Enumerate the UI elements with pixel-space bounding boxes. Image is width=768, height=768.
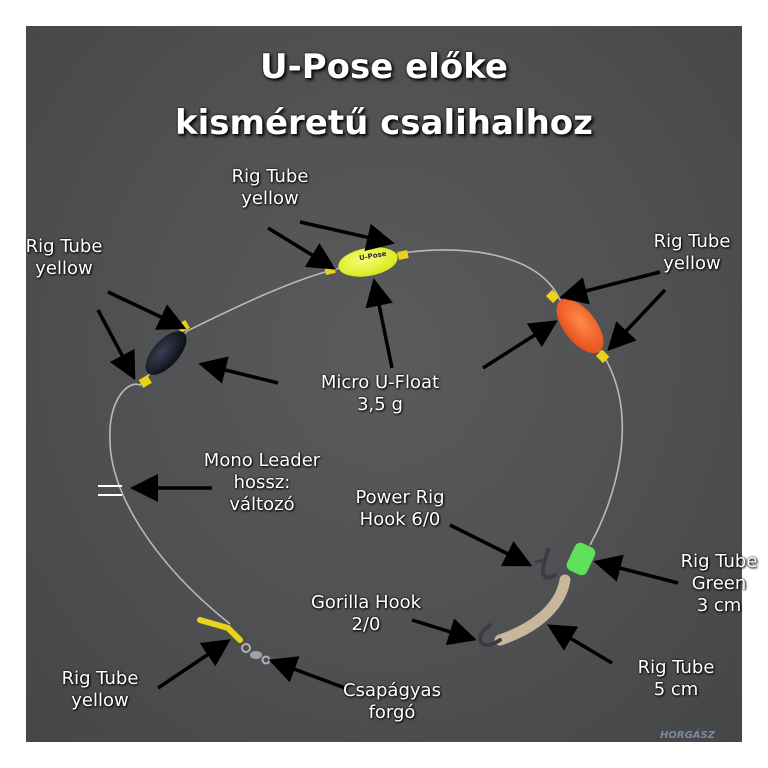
arrow (546, 624, 613, 665)
swivel-assembly (197, 617, 271, 665)
arrow (411, 618, 477, 646)
arrow (198, 356, 279, 385)
arrow (267, 226, 336, 270)
arrow (107, 290, 187, 330)
arrow (157, 639, 231, 690)
arrow (299, 220, 395, 251)
float-orange (545, 289, 610, 364)
arrow (449, 523, 533, 567)
beige-tube (494, 574, 571, 646)
float-yellow: U-Pose (324, 247, 409, 277)
green-tube (566, 542, 596, 576)
float-dark (138, 320, 190, 388)
leader-break-mark (98, 485, 122, 496)
arrow (365, 278, 394, 369)
mono-line (109, 249, 624, 625)
arrow (559, 270, 661, 305)
arrow (593, 554, 679, 585)
swivel (250, 651, 262, 659)
gorilla-hook (478, 574, 571, 647)
title-line-1: U-Pose előke (260, 47, 508, 87)
title-line-2: kisméretű csalihalhoz (175, 103, 593, 143)
arrow (607, 288, 667, 352)
arrow (482, 320, 558, 370)
arrows (96, 220, 679, 690)
watermark-logo: HORGÁSZ (660, 730, 715, 741)
arrow (96, 309, 136, 381)
arrow (268, 656, 346, 690)
power-rig-hook (534, 542, 596, 580)
